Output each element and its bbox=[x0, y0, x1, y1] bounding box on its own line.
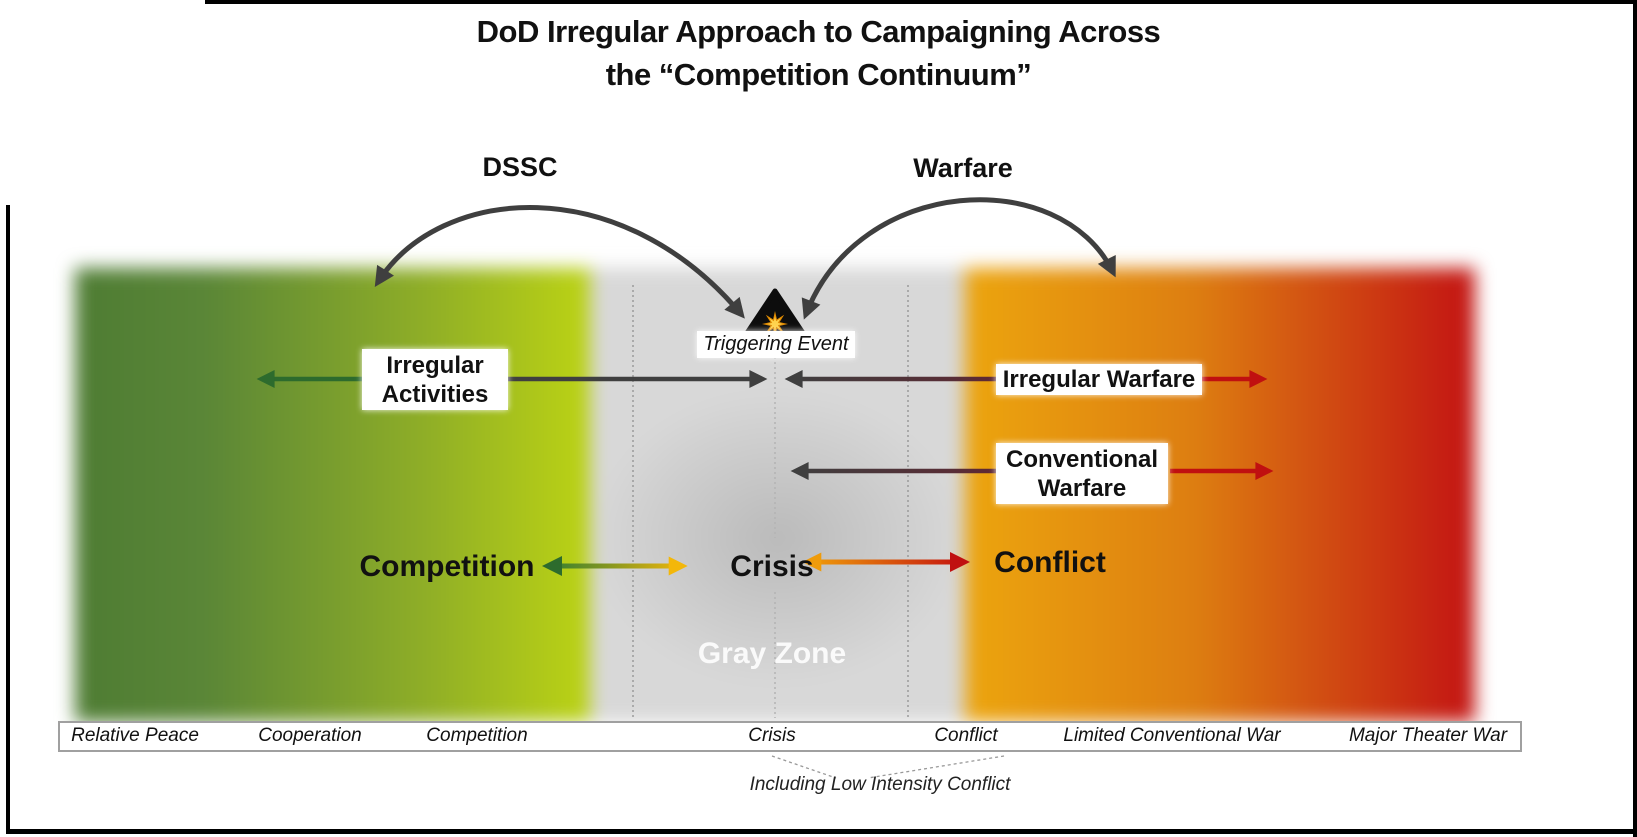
phase-competition: Competition bbox=[359, 550, 535, 583]
triggering-event-label: Triggering Event bbox=[697, 331, 855, 358]
page-title-line1: DoD Irregular Approach to Campaigning Ac… bbox=[476, 14, 1161, 49]
footnote-dotted-connectors bbox=[771, 755, 1005, 779]
warfare-label: Warfare bbox=[913, 153, 1013, 183]
axis-label-crisis: Crisis bbox=[748, 725, 796, 746]
axis-label-conflict: Conflict bbox=[934, 725, 998, 746]
continuum-axis-band bbox=[58, 721, 1522, 752]
axis-label-relative-peace: Relative Peace bbox=[71, 725, 199, 746]
conventional-warfare-line1: Conventional bbox=[1005, 445, 1158, 473]
peace-competition-green-zone bbox=[75, 268, 590, 722]
dssc-label: DSSC bbox=[482, 152, 558, 182]
axis-label-limited-conventional-war: Limited Conventional War bbox=[1063, 725, 1281, 746]
axis-label-cooperation: Cooperation bbox=[258, 725, 362, 746]
phase-crisis: Crisis bbox=[730, 550, 814, 583]
irregular-warfare-label: Irregular Warfare bbox=[996, 364, 1202, 395]
gray-zone-label: Gray Zone bbox=[697, 637, 847, 670]
dssc-arc-arrow bbox=[374, 205, 745, 319]
frame-border-right bbox=[1633, 0, 1637, 837]
warfare-arc-arrow bbox=[801, 197, 1116, 320]
conventional-warfare-line2: Warfare bbox=[1037, 474, 1127, 502]
phase-conflict: Conflict bbox=[994, 546, 1106, 579]
axis-label-major-theater-war: Major Theater War bbox=[1348, 725, 1508, 746]
page-title-line2: the “Competition Continuum” bbox=[605, 57, 1032, 92]
conventional-warfare-label: Conventional Warfare bbox=[996, 443, 1168, 504]
gray-zone-shading bbox=[590, 388, 965, 688]
irregular-activities-label: Irregular Activities bbox=[362, 349, 508, 410]
irregular-activities-line1: Irregular bbox=[386, 351, 484, 379]
frame-border-bottom bbox=[6, 829, 1637, 834]
irregular-activities-line2: Activities bbox=[381, 380, 489, 408]
footnote-including-low-intensity-conflict: Including Low Intensity Conflict bbox=[749, 774, 1011, 795]
axis-label-competition: Competition bbox=[426, 725, 528, 746]
frame-border-left bbox=[6, 205, 10, 834]
frame-border-top bbox=[205, 0, 1637, 4]
competition-continuum-band bbox=[75, 268, 1475, 722]
